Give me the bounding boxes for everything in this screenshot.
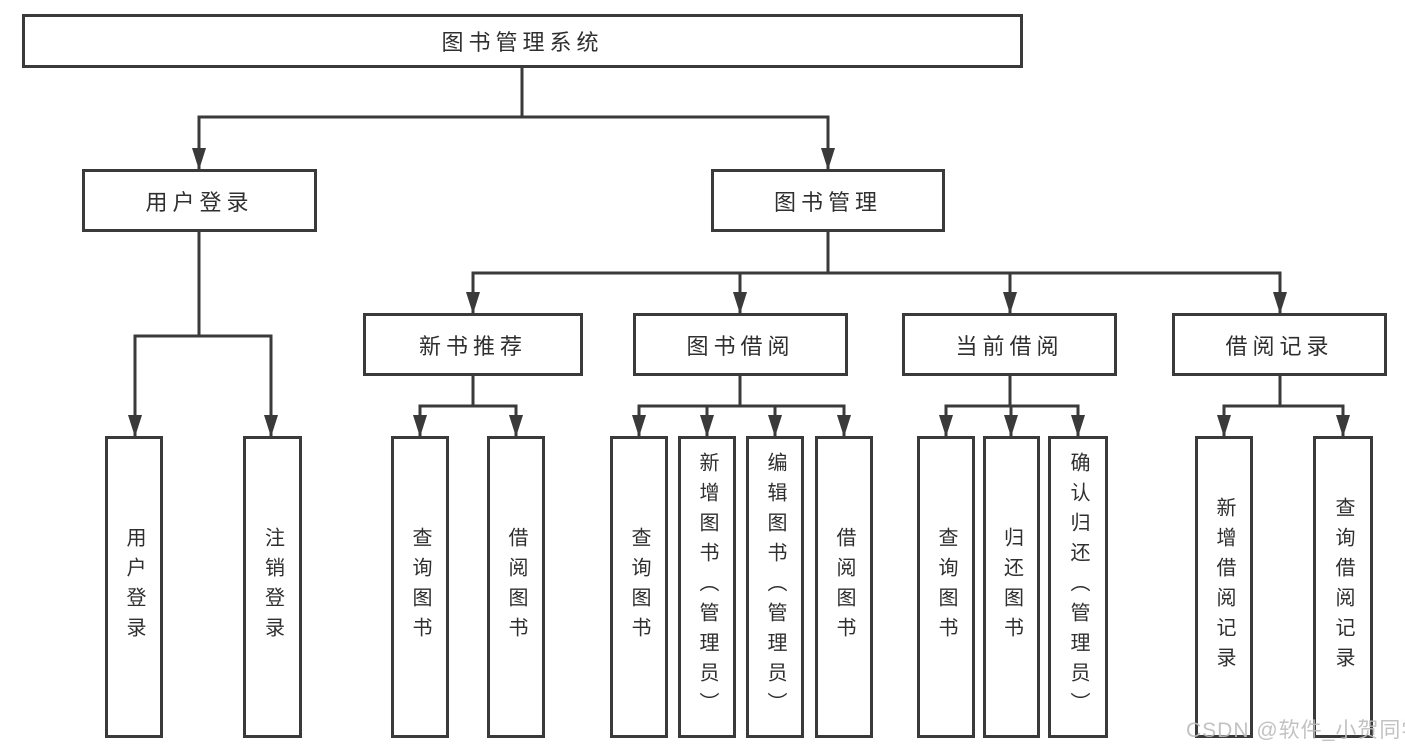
leaf-edit-book-admin: 编辑图书（管理员）	[746, 436, 804, 738]
leaf-borrow-book: 借阅图书	[815, 436, 873, 738]
node-book-borrow: 图书借阅	[633, 313, 848, 376]
node-new-book-recommend-label: 新书推荐	[418, 333, 527, 359]
leaf-confirm-return-admin: 确认归还（管理员）	[1048, 436, 1108, 738]
node-user-login-label: 用户登录	[145, 189, 254, 215]
leaf-borrow-book-label: 借阅图书	[833, 527, 855, 647]
node-book-management: 图书管理	[711, 169, 945, 232]
leaf-query-borrow-record-label: 查询借阅记录	[1332, 497, 1354, 677]
leaf-return-book: 归还图书	[983, 436, 1040, 738]
leaf-add-borrow-record-label: 新增借阅记录	[1213, 497, 1235, 677]
csdn-watermark: CSDN @软件_小贺同学	[1186, 719, 1405, 742]
node-current-borrow-label: 当前借阅	[955, 333, 1064, 359]
leaf-query-borrow-record: 查询借阅记录	[1313, 436, 1373, 738]
leaf-recommend-borrow-book-label: 借阅图书	[505, 527, 527, 647]
leaf-logout: 注销登录	[243, 436, 302, 738]
node-current-borrow: 当前借阅	[902, 313, 1117, 376]
node-borrow-records-label: 借阅记录	[1225, 333, 1334, 359]
leaf-borrow-query-book: 查询图书	[610, 436, 668, 738]
leaf-current-query-book: 查询图书	[917, 436, 975, 738]
leaf-add-book-admin: 新增图书（管理员）	[678, 436, 736, 738]
leaf-recommend-query-book-label: 查询图书	[409, 527, 431, 647]
leaf-user-login-label: 用户登录	[123, 527, 145, 647]
node-root-label: 图书管理系统	[441, 30, 604, 55]
leaf-return-book-label: 归还图书	[1000, 527, 1023, 647]
leaf-borrow-query-book-label: 查询图书	[628, 527, 650, 647]
leaf-confirm-return-admin-label: 确认归还（管理员）	[1067, 452, 1089, 722]
leaf-edit-book-admin-label: 编辑图书（管理员）	[764, 452, 786, 722]
leaf-current-query-book-label: 查询图书	[935, 527, 957, 647]
leaf-user-login: 用户登录	[105, 436, 163, 738]
node-borrow-records: 借阅记录	[1172, 313, 1387, 376]
leaf-add-borrow-record: 新增借阅记录	[1195, 436, 1253, 738]
leaf-recommend-query-book: 查询图书	[391, 436, 449, 738]
leaf-recommend-borrow-book: 借阅图书	[487, 436, 545, 738]
node-user-login: 用户登录	[82, 169, 317, 232]
node-book-borrow-label: 图书借阅	[686, 333, 795, 359]
node-new-book-recommend: 新书推荐	[363, 313, 583, 376]
node-root: 图书管理系统	[22, 14, 1023, 68]
leaf-add-book-admin-label: 新增图书（管理员）	[696, 452, 718, 722]
leaf-logout-label: 注销登录	[261, 527, 284, 647]
node-book-management-label: 图书管理	[773, 189, 882, 215]
